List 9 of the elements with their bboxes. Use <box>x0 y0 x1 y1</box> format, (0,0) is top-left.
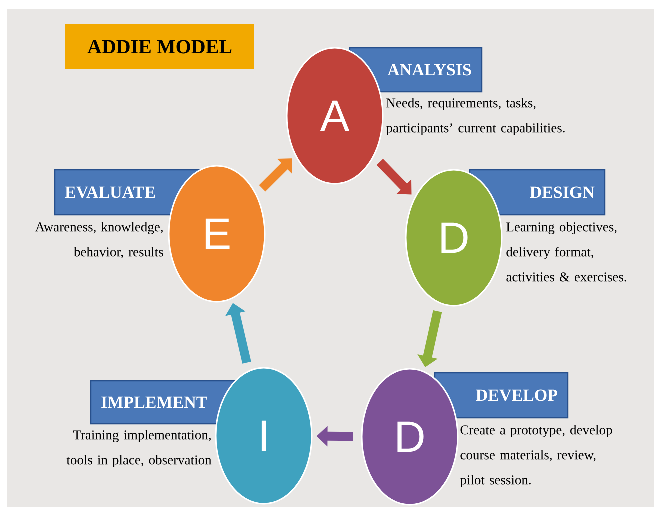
description-text: Awareness, knowledge, behavior, results <box>35 222 164 259</box>
description-text: Needs, requirements, tasks, participants’ current capabilities. <box>386 98 565 136</box>
description-text: Create a prototype, develop course materials, review, pilot session. <box>460 425 612 488</box>
description-text: Learning objectives, delivery format, activities & exercises. <box>506 222 626 282</box>
block-arrow <box>376 159 412 195</box>
title-box: ADDIE MODEL <box>66 24 254 70</box>
label-banner: DEVELOP <box>434 372 569 419</box>
description-text: Training implementation, tools in place, observation <box>66 430 212 468</box>
block-arrow <box>259 158 292 192</box>
